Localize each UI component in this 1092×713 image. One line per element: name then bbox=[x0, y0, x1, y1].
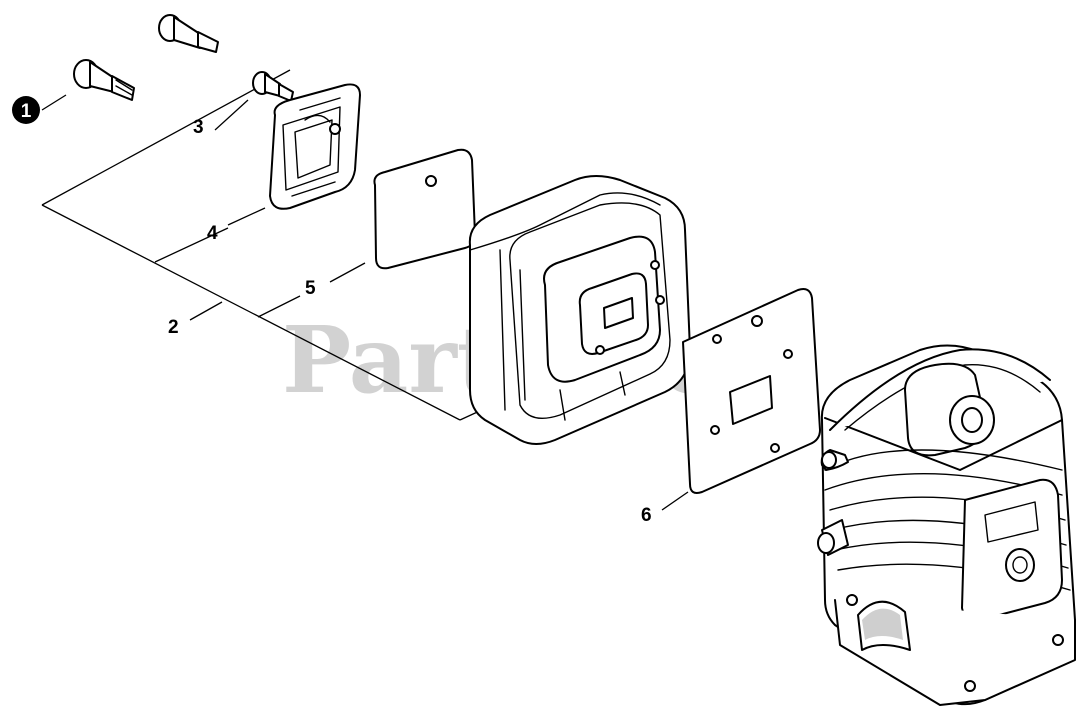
engine-cylinder bbox=[817, 344, 1076, 706]
muffler-body bbox=[468, 175, 691, 445]
callout-2: 2 bbox=[168, 317, 179, 338]
callout-5: 5 bbox=[305, 278, 316, 299]
callout-3: 3 bbox=[193, 117, 204, 138]
callout-1: 1 bbox=[21, 101, 32, 122]
cylinder-gasket bbox=[682, 288, 821, 494]
screw-small bbox=[252, 71, 294, 102]
callout-1-badge bbox=[12, 96, 40, 124]
gasket-small bbox=[373, 148, 477, 270]
muffler-cover bbox=[269, 83, 361, 210]
leader-lines bbox=[41, 69, 689, 511]
screw-left bbox=[73, 59, 135, 101]
callout-4: 4 bbox=[207, 223, 218, 244]
callout-6: 6 bbox=[641, 505, 652, 526]
screw-top bbox=[158, 14, 219, 53]
